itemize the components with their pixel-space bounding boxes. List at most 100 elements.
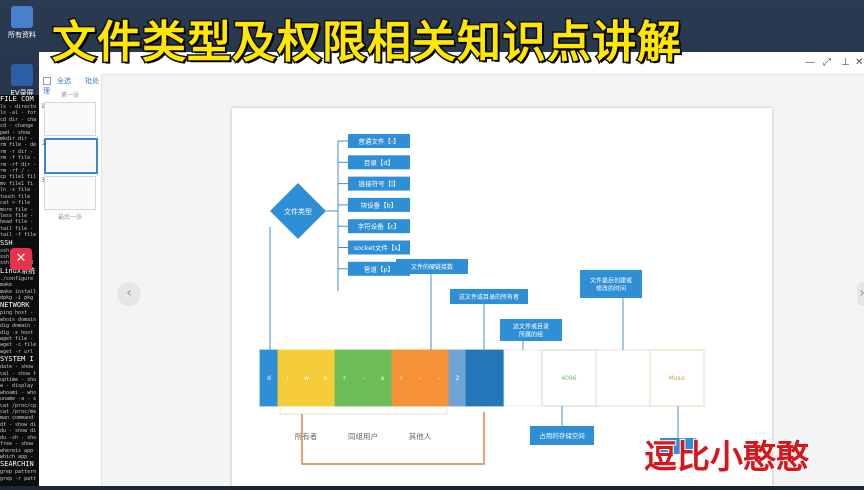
terminal-line: rm -rf dir - — [0, 161, 37, 168]
callout-box — [450, 289, 528, 304]
terminal-line: ./configure — [0, 275, 34, 282]
author-watermark: 逗比小憨憨 — [643, 436, 810, 477]
terminal-line: ls -al - for — [0, 110, 37, 117]
callout-label: 修改的时间 — [596, 285, 626, 293]
thumbnail-1[interactable]: 1 — [41, 102, 96, 136]
terminal-line: ls - directo — [0, 104, 37, 110]
terminal-heading: SEARCHIN — [0, 460, 34, 469]
thumbnail-number: 1 — [41, 103, 45, 110]
terminal-line: uptime - sho — [0, 377, 37, 384]
close-icon[interactable]: ✕ — [855, 57, 864, 68]
fullscreen-icon[interactable]: ⤢ — [823, 57, 831, 68]
terminal-line: dig -x host — [0, 329, 34, 336]
permission-bar-text: 4096 — [561, 375, 576, 382]
video-title: 文件类型及权限相关知识点讲解 — [51, 16, 683, 70]
file-type-box — [348, 261, 410, 276]
root-label: 文件类型 — [284, 207, 312, 216]
callout-box — [580, 270, 642, 298]
terminal-line: du -sh - sho — [0, 434, 37, 441]
last-page-label: 最后一张 — [57, 214, 82, 221]
terminal-line: cd dir - cha — [0, 116, 37, 123]
terminal-line: pwd - show — [0, 129, 31, 136]
permission-group-label: 其他人 — [409, 431, 432, 441]
file-type-label: 链接符号【l】 — [359, 179, 400, 188]
terminal-line: which app - — [0, 453, 34, 460]
pin-icon[interactable]: ⊥ — [841, 57, 850, 68]
callout-label: 文件的硬链接数 — [411, 263, 453, 271]
terminal-heading: NETWORK — [0, 301, 30, 310]
taskbar-app-icon[interactable]: ✕ — [10, 248, 32, 270]
permission-bar-text: d — [267, 375, 271, 382]
permission-bar-cell — [465, 349, 505, 407]
thumbnail-number: 2 — [42, 140, 46, 147]
permission-bar-cell — [649, 349, 705, 407]
file-type-box — [348, 134, 410, 148]
terminal-line: rm -r dir - — [0, 148, 34, 155]
viewer-toolbar: — ⤢ ⊥ ✕ — [39, 52, 864, 75]
terminal-line: whoami - who — [0, 389, 37, 396]
batch-process-link[interactable]: 批处理 — [43, 77, 100, 95]
file-type-label: 管道【p】 — [364, 264, 394, 273]
terminal-line: cal - show t — [0, 370, 37, 377]
terminal-line: cat /proc/me — [0, 409, 37, 416]
sidebar-actions: 全选 批处理 — [43, 76, 101, 96]
permission-group-label: 同组用户 — [348, 431, 378, 441]
callout-box — [396, 259, 468, 274]
terminal-heading: SYSTEM I — [0, 355, 34, 364]
checkbox-icon — [43, 77, 51, 85]
permission-group-label: 所有者 — [295, 431, 318, 441]
next-image-button[interactable]: › — [857, 282, 864, 306]
terminal-line: head file - — [0, 219, 34, 226]
desktop-icon-all-materials[interactable]: 所有资料 — [2, 6, 42, 40]
select-all-checkbox[interactable]: 全选 — [43, 77, 77, 85]
terminal-line: wget file - — [0, 336, 34, 342]
recorder-icon — [11, 64, 33, 86]
terminal-line: whois domain — [0, 316, 37, 323]
file-type-box — [348, 197, 410, 212]
permission-bar-cell — [595, 349, 651, 407]
group-brace — [279, 408, 448, 415]
permission-bar-text: r — [286, 375, 289, 382]
terminal-line: free - show — [0, 441, 34, 448]
callout-label: 占用的存储空间 — [539, 431, 585, 440]
permission-bar-text: 2 — [456, 375, 460, 382]
minimize-icon[interactable]: — — [805, 57, 815, 68]
callout-label: 这文件或目录的所有者 — [459, 293, 519, 301]
terminal-heading: Linux系统 — [0, 266, 36, 275]
file-permission-diagram: 文件类型普通文件【-】目录【d】链接符号【l】块设备【b】字符设备【c】sock… — [259, 134, 705, 465]
terminal-line: mv file1 fi — [0, 180, 34, 187]
permission-bar-text: w — [304, 375, 309, 382]
callout-label: 这文件或目录 — [513, 323, 549, 331]
callout-label: 所属的组 — [519, 331, 543, 339]
permission-bar-text: - — [438, 375, 440, 382]
terminal-line: grep pattern — [0, 469, 37, 476]
thumbnail-sidebar: 全选 批处理 第一张 1 2 3 最后一张 — [39, 74, 102, 486]
thumbnail-3[interactable]: 3 — [41, 176, 96, 210]
callout-label: 文件最后创建或 — [590, 277, 632, 285]
folder-icon — [11, 6, 33, 28]
image-viewer-window: — ⤢ ⊥ ✕ 全选 批处理 第一张 1 2 3 最后一张 ‹ › 文件类型普通… — [39, 52, 864, 486]
terminal-line: cp file1 fil — [0, 174, 37, 181]
permission-bar-text: Music — [668, 375, 685, 382]
permission-bar-text: x — [381, 375, 385, 382]
permission-bar-cell — [503, 349, 543, 407]
terminal-line: date - show — [0, 364, 34, 371]
callout-box — [530, 426, 594, 445]
terminal-line: df - show di — [0, 421, 37, 428]
terminal-line: dig domain - — [0, 323, 37, 330]
root-diamond — [270, 183, 326, 239]
thumbnail-2-selected[interactable]: 2 — [42, 138, 98, 174]
callout-box — [500, 319, 562, 341]
file-type-label: 字符设备【c】 — [358, 222, 401, 231]
terminal-line: tail -f file — [0, 232, 37, 239]
file-type-box — [348, 240, 410, 255]
terminal-line: touch file — [0, 193, 31, 200]
previous-image-button[interactable]: ‹ — [117, 282, 141, 306]
owner-loop-arrow — [301, 412, 485, 465]
desktop-icon-ev-recorder[interactable]: EV录屏 — [2, 64, 42, 98]
terminal-line: whereis app — [0, 447, 34, 454]
permission-bar-text: x — [324, 375, 328, 382]
file-type-label: 块设备【b】 — [361, 200, 398, 209]
terminal-line: rm -f file - — [0, 155, 37, 162]
image-canvas: 文件类型普通文件【-】目录【d】链接符号【l】块设备【b】字符设备【c】sock… — [232, 108, 772, 486]
